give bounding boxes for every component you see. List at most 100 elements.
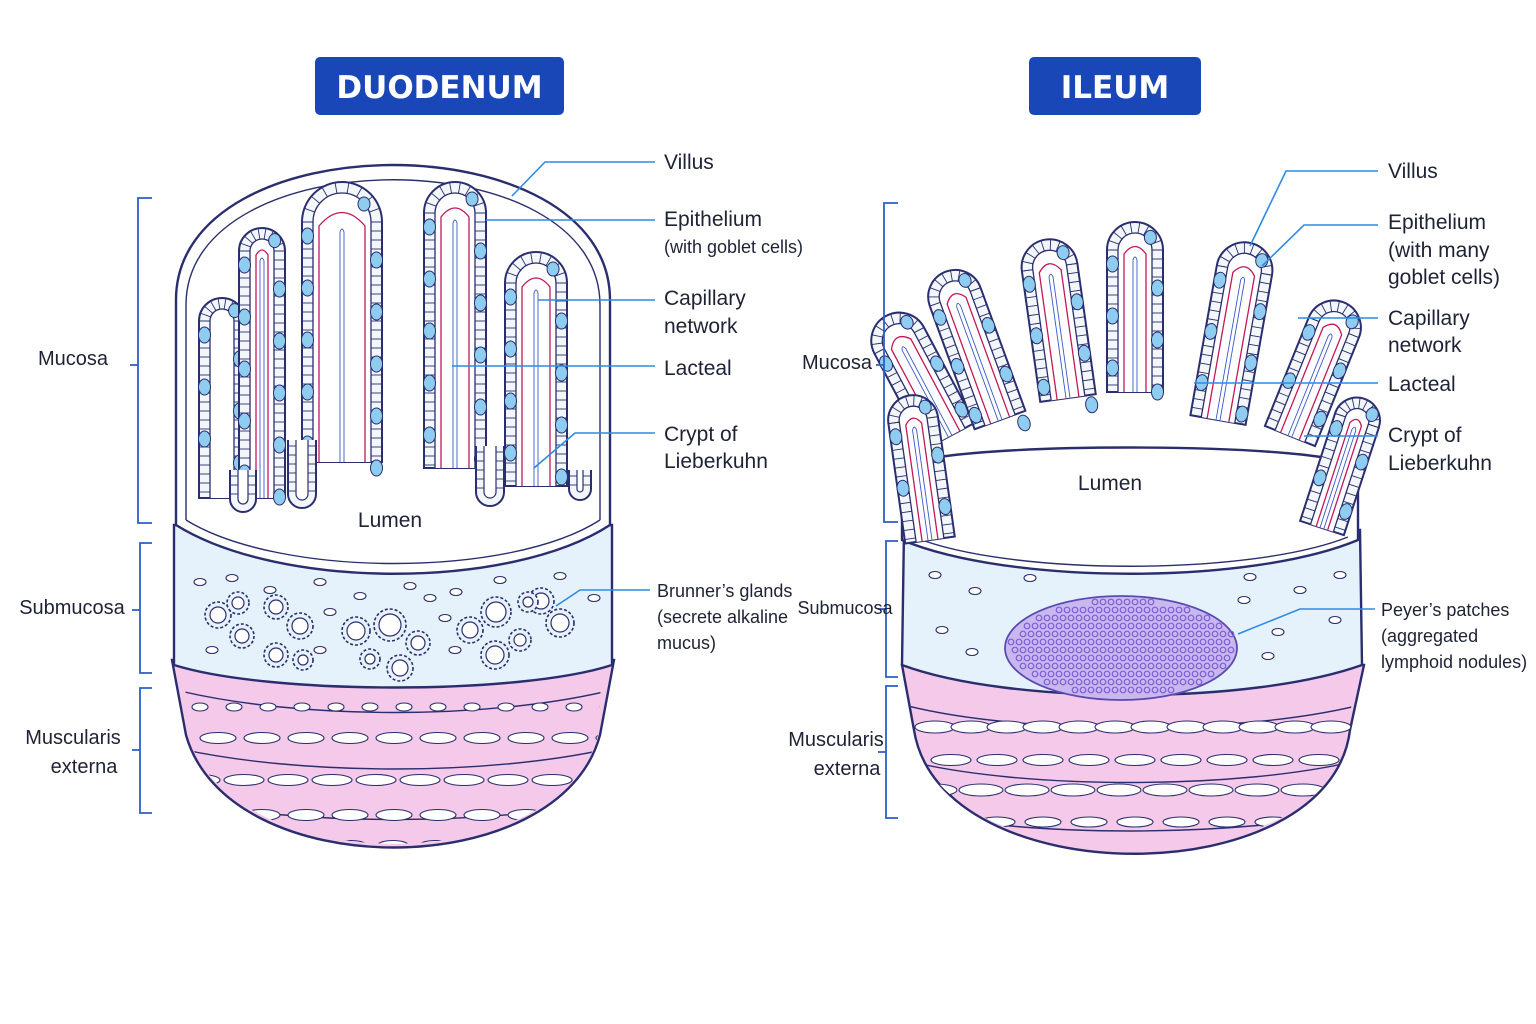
lymphoid-cell (1155, 662, 1163, 670)
lymphoid-cell (1199, 670, 1207, 678)
lymphoid-cell (1079, 622, 1087, 630)
lymphoid-cell (1111, 606, 1119, 614)
submucosa-cell (928, 570, 942, 580)
lymphoid-cell (1207, 622, 1215, 630)
brunners-label-3: mucus) (657, 633, 716, 653)
lymphoid-cell (1095, 654, 1103, 662)
lymphoid-cell (1103, 686, 1111, 694)
muscle-fiber (932, 816, 970, 828)
ileum-lumen-label: Lumen (1078, 472, 1142, 495)
lymphoid-cell (1111, 622, 1119, 630)
lymphoid-cell (1067, 614, 1075, 622)
muscle-fiber (1234, 783, 1280, 797)
muscle-fiber (1096, 783, 1142, 797)
lymphoid-cell (1191, 654, 1199, 662)
lymphoid-cell (1043, 662, 1051, 670)
lymphoid-cell (1127, 638, 1135, 646)
lymphoid-cell (1163, 630, 1171, 638)
lymphoid-cell (1007, 638, 1015, 646)
lymphoid-cell (1099, 630, 1107, 638)
lymphoid-cell (1111, 670, 1119, 678)
brunners-gland (341, 616, 371, 646)
lymphoid-cell (1223, 638, 1231, 646)
brunners-gland (480, 596, 512, 628)
ileum-leader-lines (1194, 170, 1378, 635)
lymphoid-cell (1131, 646, 1139, 654)
lymphoid-cell (1175, 622, 1183, 630)
lymphoid-cell (1143, 638, 1151, 646)
lymphoid-cell (1179, 630, 1187, 638)
lymphoid-cell (1159, 638, 1167, 646)
muscle-fiber (1070, 816, 1108, 828)
brunners-gland (204, 601, 232, 629)
lymphoid-cell (1087, 654, 1095, 662)
crypt (229, 470, 257, 513)
muscle-fiber (1298, 753, 1340, 767)
ileum-capillary-label-2: network (1388, 334, 1462, 357)
lymphoid-cell (1015, 638, 1023, 646)
lymphoid-cell (1055, 622, 1063, 630)
lymphoid-cell (1147, 598, 1155, 606)
lymphoid-cell (1107, 614, 1115, 622)
brunners-gland (517, 591, 539, 613)
lymphoid-cell (1215, 622, 1223, 630)
brunners-gland (405, 630, 431, 656)
lymphoid-cell (1103, 654, 1111, 662)
lymphoid-cell (1071, 670, 1079, 678)
lymphoid-cell (1115, 598, 1123, 606)
submucosa-cell (587, 593, 601, 603)
lymphoid-cell (1031, 670, 1039, 678)
muscle-fiber (1310, 720, 1352, 734)
muscle-fiber (293, 702, 311, 712)
muscle-fiber (976, 753, 1018, 767)
lymphoid-cell (1215, 654, 1223, 662)
ileum-muscularis-label-1: Muscularis (788, 729, 884, 751)
lymphoid-cell (1167, 654, 1175, 662)
muscle-fiber (503, 839, 535, 844)
lymphoid-cell (1227, 646, 1235, 654)
lymphoid-cell (1159, 606, 1167, 614)
submucosa-cell (935, 625, 949, 635)
lymphoid-cell (1103, 622, 1111, 630)
submucosa-cell (313, 577, 327, 587)
lymphoid-cell (1083, 678, 1091, 686)
muscle-fiber (986, 720, 1028, 734)
duodenum-muscularis-label-1: Muscularis (25, 727, 121, 749)
lymphoid-cell (1167, 638, 1175, 646)
muscle-fiber (377, 839, 409, 844)
villus (238, 227, 286, 506)
duodenum-submucosa-label: Submucosa (19, 597, 125, 619)
lymphoid-cell (1131, 630, 1139, 638)
villus (1020, 238, 1099, 414)
lymphoid-cell (1199, 654, 1207, 662)
muscle-fiber (1094, 720, 1136, 734)
lymphoid-cell (1095, 670, 1103, 678)
muscle-fiber (565, 702, 583, 712)
lymphoid-cell (1135, 670, 1143, 678)
muscle-fiber (223, 773, 265, 787)
lymphoid-cell (1071, 686, 1079, 694)
lymphoid-cell (1095, 638, 1103, 646)
lymphoid-cell (1195, 678, 1203, 686)
muscle-fiber (1162, 816, 1200, 828)
lymphoid-cell (1131, 678, 1139, 686)
lymphoid-cell (1075, 614, 1083, 622)
ileum-epithelium-note-1: (with many (1388, 239, 1490, 262)
submucosa-cell (1293, 585, 1307, 595)
lymphoid-cell (1167, 622, 1175, 630)
muscle-fiber (311, 773, 353, 787)
submucosa-cell (1023, 573, 1037, 583)
lymphoid-cell (1051, 646, 1059, 654)
muscle-fiber (287, 731, 325, 745)
muscle-fiber (1202, 720, 1244, 734)
lymphoid-cell (1087, 622, 1095, 630)
submucosa-cell (313, 645, 327, 655)
lymphoid-cell (1163, 662, 1171, 670)
crypt (287, 440, 317, 509)
lymphoid-cell (1095, 686, 1103, 694)
lymphoid-cell (1175, 606, 1183, 614)
lymphoid-cell (1143, 654, 1151, 662)
submucosa-cell (438, 613, 452, 623)
lymphoid-cell (1183, 622, 1191, 630)
